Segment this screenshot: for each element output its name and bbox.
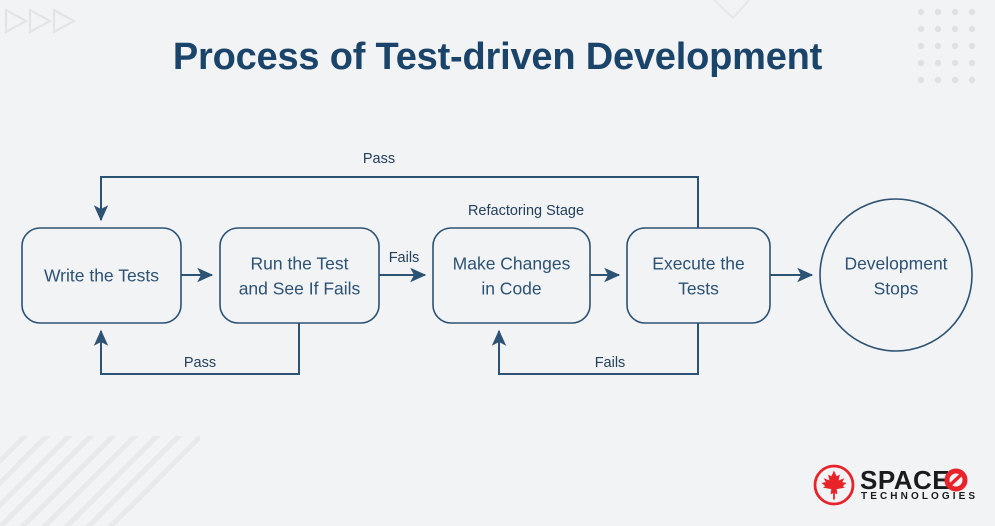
- edge-execute-to-write-pass: Pass: [93, 151, 699, 228]
- logo-subtitle: TECHNOLOGIES: [861, 491, 979, 502]
- node-make-changes[interactable]: Make Changes in Code: [432, 227, 591, 324]
- node-label-make-changes-line2: in Code: [481, 279, 541, 299]
- node-label-make-changes-line1: Make Changes: [453, 254, 571, 274]
- node-run-test[interactable]: Run the Test and See If Fails: [219, 227, 380, 324]
- maple-leaf-icon: [813, 464, 855, 506]
- annotation-refactoring-stage: Refactoring Stage: [468, 203, 584, 219]
- edge-run-to-make: Fails: [379, 250, 427, 283]
- node-label-write-tests-line1: Write the Tests: [44, 266, 159, 286]
- node-label-execute-tests-line1: Execute the: [652, 254, 744, 274]
- node-label-run-test-line1: Run the Test: [251, 254, 349, 274]
- diagonal-stripes-icon: [0, 436, 200, 526]
- edge-label-pass-top: Pass: [363, 151, 395, 167]
- logo-o-glyph: [944, 468, 968, 492]
- node-execute-tests[interactable]: Execute the Tests: [626, 227, 771, 324]
- edge-label-pass-bottom: Pass: [184, 355, 216, 371]
- node-write-tests[interactable]: Write the Tests: [21, 227, 182, 324]
- edge-run-to-write-pass: Pass: [93, 323, 300, 375]
- flowchart: Fails Pass Pass Fails Refactoring Stage: [21, 151, 973, 375]
- node-label-development-stops-line1: Development: [844, 254, 947, 274]
- spaceo-logo: SPACE TECHNOLOGIES: [812, 463, 982, 509]
- node-label-run-test-line2: and See If Fails: [239, 279, 361, 299]
- node-development-stops[interactable]: Development Stops: [819, 198, 973, 352]
- edge-execute-to-make-fails: Fails: [491, 323, 699, 375]
- logo-wordmark: SPACE: [860, 465, 951, 495]
- node-label-development-stops-line2: Stops: [874, 279, 919, 299]
- node-label-execute-tests-line2: Tests: [678, 279, 719, 299]
- edge-label-fails-top: Fails: [389, 250, 420, 266]
- edge-label-fails-bottom: Fails: [595, 355, 626, 371]
- page-title: Process of Test-driven Development: [172, 36, 823, 78]
